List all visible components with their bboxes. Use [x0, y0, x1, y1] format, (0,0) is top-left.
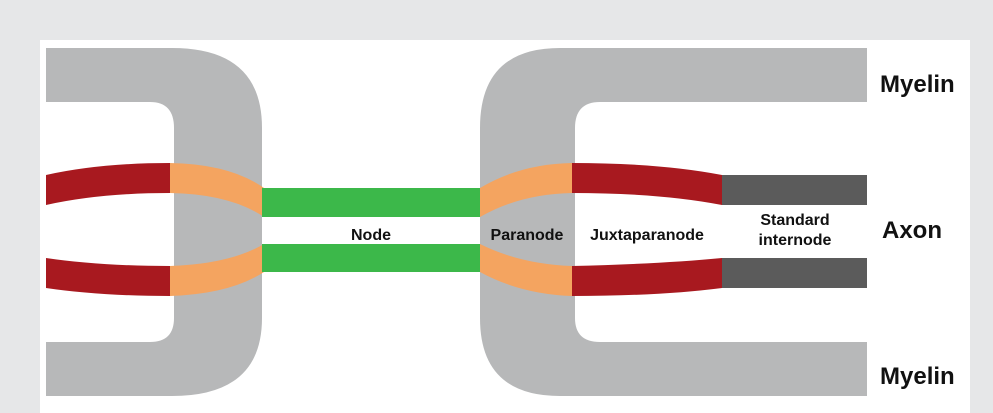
label-axon: Axon	[882, 217, 942, 244]
myelin-left	[46, 48, 262, 396]
myelin-right	[480, 48, 867, 396]
paranode-right-bottom	[480, 244, 572, 296]
label-standard-internode-line2: internode	[759, 232, 832, 249]
node-bottom	[262, 244, 480, 272]
node-top	[262, 188, 480, 217]
juxtaparanode-bottom	[572, 258, 722, 296]
internode-bottom	[722, 258, 867, 288]
label-myelin-top: Myelin	[880, 71, 955, 98]
label-node: Node	[351, 227, 391, 244]
label-myelin-bottom: Myelin	[880, 363, 955, 390]
label-paranode: Paranode	[491, 227, 564, 244]
axon-left-top-red	[46, 163, 170, 205]
paranode-right-top	[480, 163, 572, 217]
juxtaparanode-top	[572, 163, 722, 205]
internode-top	[722, 175, 867, 205]
axon-left-bottom-red	[46, 258, 170, 296]
label-standard-internode-line1: Standard	[760, 212, 829, 229]
paranode-left-bottom	[170, 244, 264, 296]
paranode-left-top	[170, 163, 264, 217]
label-juxtaparanode: Juxtaparanode	[590, 227, 704, 244]
